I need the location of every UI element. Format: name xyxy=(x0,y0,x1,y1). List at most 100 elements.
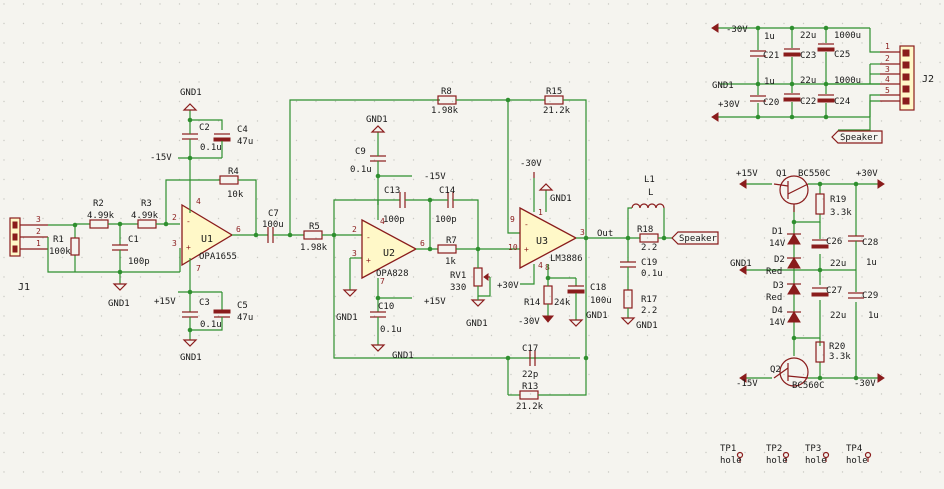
resistor-r19[interactable]: R19 3.3k xyxy=(815,193,852,218)
capacitor-c5[interactable]: C5 47u xyxy=(213,292,253,323)
testpoint-tp1[interactable]: TP1 hole xyxy=(720,444,744,466)
value-label: 100u xyxy=(262,220,284,230)
ref-label: D1 xyxy=(772,227,783,237)
capacitor-c28[interactable]: C28 1u xyxy=(848,235,878,268)
resistor-r14[interactable]: R14 24k xyxy=(524,278,571,323)
capacitor-c19[interactable]: C19 0.1u xyxy=(620,238,663,290)
ref-label: J1 xyxy=(18,282,30,293)
transistor-q1[interactable]: Q1 BC550C xyxy=(773,169,831,212)
testpoint-tp3[interactable]: TP3 hole xyxy=(805,444,830,466)
capacitor-c20[interactable]: 1u C20 xyxy=(750,77,779,108)
value-label: hole xyxy=(805,456,827,466)
svg-text:4: 4 xyxy=(885,75,890,84)
svg-text:+: + xyxy=(366,256,371,265)
capacitor-c24[interactable]: 1000u C24 xyxy=(817,76,861,107)
net-label-vneg30: -30V xyxy=(520,159,542,169)
capacitor-c10[interactable]: C10 0.1u xyxy=(370,298,402,345)
capacitor-c21[interactable]: 1u C21 xyxy=(750,32,779,61)
testpoint-tp2[interactable]: TP2 hole xyxy=(766,444,790,466)
inductor-l1[interactable]: L1 L xyxy=(631,175,665,209)
svg-text:5: 5 xyxy=(885,86,890,95)
ref-label: R5 xyxy=(309,222,320,232)
value-label: BC550C xyxy=(798,169,831,179)
resistor-r20[interactable]: R20 3.3k xyxy=(815,341,851,363)
testpoint-tp4[interactable]: TP4 hole xyxy=(846,444,872,466)
gnd-symbol: GND1 xyxy=(108,283,130,309)
opamp-u3[interactable]: - + 9 10 3 1 4 8 U3 LM3886 xyxy=(508,206,585,272)
svg-text:6: 6 xyxy=(420,239,425,248)
value-label: 3.3k xyxy=(830,208,852,218)
resistor-r17[interactable]: R17 2.2 xyxy=(620,289,657,325)
capacitor-c3[interactable]: C3 0.1u xyxy=(182,292,222,330)
opamp-u2[interactable]: - + 2 3 6 4 7 U2 OPA828 xyxy=(352,217,425,286)
net-label-gnd: GND1 xyxy=(712,81,734,91)
capacitor-c23[interactable]: 22u C23 xyxy=(783,31,816,61)
led-d2[interactable]: D2 Red xyxy=(766,255,801,277)
value-label: 100p xyxy=(383,215,405,225)
pin-label: 3 xyxy=(36,215,41,224)
net-label-vpos30: +30V xyxy=(856,169,878,179)
pin-label: 2 xyxy=(36,227,41,236)
value-label: 4.99k xyxy=(131,211,159,221)
capacitor-c27[interactable]: C27 22u xyxy=(811,286,846,321)
svg-text:9: 9 xyxy=(510,215,515,224)
connector-j2[interactable]: 1 2 3 4 5 J2 xyxy=(880,42,934,111)
transistor-q2[interactable]: Q2 BC560C xyxy=(770,357,825,391)
ref-label: C1 xyxy=(128,235,139,245)
svg-text:2: 2 xyxy=(885,54,890,63)
gnd-symbol: GND1 xyxy=(538,183,572,204)
value-label: OPA828 xyxy=(376,269,409,279)
value-label: 0.1u xyxy=(200,320,222,330)
value-label: 100k xyxy=(49,247,71,257)
net-label-vpos: +15V xyxy=(154,297,176,307)
svg-text:Speaker: Speaker xyxy=(679,234,718,244)
net-label-vneg: -15V xyxy=(424,172,446,182)
capacitor-c26[interactable]: C26 22u xyxy=(811,237,846,269)
svg-text:10: 10 xyxy=(508,243,518,252)
potentiometer-rv1[interactable]: RV1 330 xyxy=(450,249,491,297)
value-label: 10k xyxy=(227,190,244,200)
value-label: 1u xyxy=(764,77,775,87)
net-label-vpos30: +30V xyxy=(718,100,740,110)
ref-label: C25 xyxy=(834,50,850,60)
capacitor-c18[interactable]: C18 100u xyxy=(567,278,612,327)
capacitor-c25[interactable]: 1000u C25 xyxy=(817,31,861,60)
ref-label: R18 xyxy=(637,225,653,235)
capacitor-c22[interactable]: 22u C22 xyxy=(783,76,816,107)
value-label: 0.1u xyxy=(200,143,222,153)
resistor-r1[interactable]: R1 100k xyxy=(49,235,80,257)
zener-d4[interactable]: D4 14V xyxy=(769,306,801,328)
svg-text:GND1: GND1 xyxy=(550,194,572,204)
ref-label: TP1 xyxy=(720,444,736,454)
capacitor-c4[interactable]: C4 47u xyxy=(213,125,253,158)
ref-label: C13 xyxy=(384,186,400,196)
ref-label: C22 xyxy=(800,97,816,107)
ref-label: R3 xyxy=(141,199,152,209)
ref-label: J2 xyxy=(922,74,934,85)
ref-label: C19 xyxy=(641,258,657,268)
capacitor-c2[interactable]: C2 0.1u xyxy=(182,123,222,158)
value-label: 4.99k xyxy=(87,211,115,221)
value-label: 0.1u xyxy=(380,325,402,335)
ref-label: R19 xyxy=(830,195,846,205)
gnd-symbol: GND1 xyxy=(180,88,202,111)
ref-label: C4 xyxy=(237,125,248,135)
capacitor-c17[interactable]: C17 22p xyxy=(522,344,538,380)
net-label-vpos: +15V xyxy=(736,169,758,179)
led-d3[interactable]: D3 Red xyxy=(766,281,801,303)
zener-d1[interactable]: D1 14V xyxy=(769,227,801,249)
svg-text:-: - xyxy=(524,220,529,229)
capacitor-c9[interactable]: C9 0.1u xyxy=(350,132,386,176)
svg-text:GND1: GND1 xyxy=(108,299,130,309)
connector-j1[interactable]: 3 2 1 J1 xyxy=(9,215,48,293)
svg-text:1: 1 xyxy=(538,208,543,217)
ref-label: C5 xyxy=(237,301,248,311)
svg-text:3: 3 xyxy=(580,228,585,237)
value-label: 0.1u xyxy=(641,269,663,279)
opamp-u1[interactable]: - + 2 3 6 4 7 U1 OPA1655 xyxy=(172,197,241,273)
ref-label: Q2 xyxy=(770,365,781,375)
ref-label: C17 xyxy=(522,344,538,354)
net-label-gnd: GND1 xyxy=(636,321,658,331)
capacitor-c29[interactable]: C29 1u xyxy=(848,291,879,321)
value-label: 1u xyxy=(866,258,877,268)
